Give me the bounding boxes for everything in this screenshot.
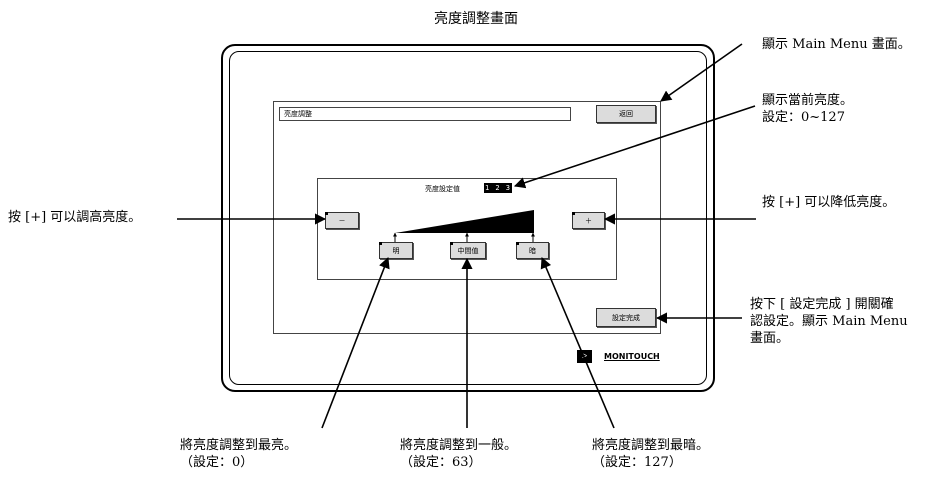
note-minus: 按 [+] 可以調高亮度。 [8,210,142,225]
page-title: 亮度調整畫面 [434,11,518,27]
note-dark: 將亮度調整到最暗。 （設定：127） [592,438,710,470]
complete-button-label: 設定完成 [612,313,640,322]
note-plus: 按 [+] 可以降低亮度。 [762,195,896,210]
brightness-setting-label: 亮度設定值 [425,185,460,193]
corner-mark [325,212,328,215]
note-bright: 將亮度調整到最亮。 （設定：0） [180,438,298,470]
note-middle: 將亮度調整到一般。 （設定：63） [400,438,518,470]
plus-button-label: ＋ [585,216,592,225]
note-main-menu: 顯示 Main Menu 畫面。 [762,37,911,52]
corner-mark [379,242,382,245]
dark-button[interactable]: 暗 [516,242,549,259]
dark-button-label: 暗 [529,246,536,255]
bright-button[interactable]: 明 [379,242,413,259]
corner-mark [516,242,519,245]
return-button[interactable]: 返回 [596,105,656,123]
brand-logo-text: MONITOUCH [604,352,660,361]
arrow-bright [321,256,390,429]
device-bezel-inner [229,51,707,385]
bright-button-label: 明 [392,246,400,255]
return-button-label: 返回 [619,110,633,118]
brightness-setting-value: 1 2 3 [484,183,512,193]
arrow-main-menu [660,43,743,102]
corner-mark [450,242,453,245]
note-current-brightness: 顯示當前亮度。 設定：0~127 [762,93,854,125]
arrow-dark [540,256,615,429]
note-complete: 按下 [ 設定完成 ] 開關確 認設定。顯示 Main Menu 畫面。 [750,297,908,346]
device-bezel-outer [221,44,715,392]
corner-mark [572,212,575,215]
brightness-ramp [395,210,534,233]
complete-button[interactable]: 設定完成 [596,308,656,327]
middle-button-label: 中間值 [457,246,479,255]
arrow-current-brightness [513,105,756,189]
screen-title-box: 亮度調整 [279,107,571,121]
minus-button-label: － [338,216,346,225]
